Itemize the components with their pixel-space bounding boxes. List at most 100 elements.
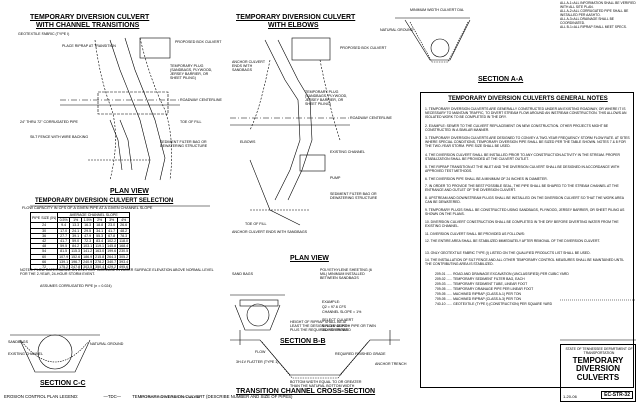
top-note: ALL A-3=ALL DRAINAGE SHALL BE COORDINATE… [560, 16, 614, 25]
flow-cell: 278.2 [93, 258, 107, 265]
general-note: 10. DIVERSION CULVERT CONSTRUCTION SHALL… [425, 220, 619, 229]
callout-place-riprap: PLACE RIPRAP AT TRANSITION [62, 44, 116, 48]
plan-view-label-2: PLAN VIEW [290, 255, 329, 262]
top-notes: ALL A-1=ALL INFORMATION SHALL BE VERIFIE… [560, 1, 636, 30]
culvert-selection-table: PIPE SIZE (IN) AVERAGE CHANNEL SLOPE 0.5… [29, 211, 131, 271]
general-note: 8. UPSTREAM AND DOWNSTREAM PLUGS SHALL B… [425, 196, 624, 205]
agency-name: STATE OF TENNESSEE DEPARTMENT OF TRANSPO… [565, 347, 633, 355]
section-c-label: SECTION C-C [40, 380, 86, 387]
pay-item: 209-01 ...... ROAD AND DRAINAGE EXCAVATI… [435, 272, 569, 276]
general-note: 14. THE INSTALLATION OF SILT FENCE AND A… [425, 258, 625, 267]
section-a-label: SECTION A-A [478, 76, 524, 83]
plan-elbows-subtitle: WITH ELBOWS [268, 22, 319, 29]
legend-symbol: —TDC— [103, 394, 121, 399]
table-note-2: ASSUMES CORRUGATED PIPE (n = 0.024) [40, 284, 112, 288]
general-note: 6. THE DIVERSION PIPE SHALL BE A MINIMUM… [425, 177, 548, 181]
example-line-2: CHANNEL SLOPE = 1% [322, 310, 362, 314]
flow-cell: 305.2 [117, 253, 131, 260]
legend-footer: EROSION CONTROL PLAN LEGEND: —TDC— TEMPO… [4, 394, 292, 399]
callout-roadway-centerline-2: ROADWAY CENTERLINE [350, 116, 392, 120]
callout-temp-plug-2: TEMPORARY PLUG (SANDBAGS, PLYWOOD, JERSE… [305, 90, 348, 107]
callout-sediment-filter: SEDIMENT FILTER BAG OR DEWATERING STRUCT… [160, 140, 208, 149]
selection-table-title: TEMPORARY DIVERSION CULVERT SELECTION [35, 198, 174, 204]
example-line-3: SELECT CULVERT [322, 318, 354, 322]
flow-cell: 215.8 [93, 253, 107, 260]
callout-pipe-diameter: 24" THRU 72" CORRUGATED PIPE [20, 120, 78, 124]
general-note: 2. EXAMPLE: SEWER TO THE CULVERT REPLACE… [425, 124, 609, 133]
example-label: EXAMPLE: [322, 300, 340, 304]
callout-proposed-box: PROPOSED BOX CULVERT [175, 40, 222, 44]
flow-cell: 186.9 [81, 253, 95, 260]
callout-sand-bag-c: SANDBAGS [8, 340, 28, 344]
callout-minimum-width: MINIMUM WIDTH CULVERT DIA. [410, 8, 465, 12]
flow-cell: 145.8 [105, 243, 119, 250]
example-line-4: SINGLE 48-INCH PIPE OR TWIN 36-INCH PIPE… [322, 324, 376, 333]
flow-cell: 118.0 [117, 237, 131, 245]
general-note: 4. THE DIVERSION CULVERT SHALL BE INSTAL… [425, 153, 621, 162]
general-note: 12. THE ENTIRE AREA SHALL BE STABILIZED … [425, 239, 600, 243]
callout-pump: PUMP [330, 176, 341, 180]
pay-item: 209-03 ...... TEMPORARY SEDIMENT TUBE, L… [435, 282, 528, 286]
callout-natural-ground: NATURAL GROUND [380, 28, 414, 32]
callout-elbows: ELBOWS [240, 140, 256, 144]
callout-sand-bags: SAND BAGS [232, 272, 253, 276]
general-note: 7. IN ORDER TO PROVIDE THE BEST POSSIBLE… [425, 184, 619, 193]
callout-proposed-box-2: PROPOSED BOX CULVERT [340, 46, 387, 50]
plan-transitions-title: TEMPORARY DIVERSION CULVERT [30, 14, 150, 21]
flow-cell: 240.9 [81, 258, 95, 265]
pipe-size-header: PIPE SIZE (IN) [29, 211, 59, 224]
flow-cell: 264.3 [105, 253, 119, 260]
callout-geotextile: GEOTEXTILE FABRIC (TYPE I) [18, 32, 70, 36]
flow-cell: 495.6 [117, 263, 131, 271]
pay-item: 709-05 ...... MACHINED RIPRAP (CLASS A-1… [435, 292, 521, 296]
title-block: STATE OF TENNESSEE DEPARTMENT OF TRANSPO… [560, 344, 636, 402]
pay-item: 740-10 ...... GEOTEXTILE (TYPE I) (CONST… [435, 302, 553, 306]
callout-toe-of-fill: TOE OF FILL [180, 120, 202, 124]
general-note: 13. ONLY GEOTEXTILE FABRIC TYPE (I) LIST… [425, 251, 591, 255]
pay-item: 209-02 ...... TEMPORARY SEDIMENT FILTER … [435, 277, 525, 281]
sheet-date: 1-20-06 [563, 394, 577, 399]
callout-natural-ground-c: NATURAL GROUND [90, 342, 124, 346]
flow-cell: 107.9 [57, 253, 71, 260]
general-note: 3. TEMPORARY DIVERSION CULVERTS ARE DESI… [425, 136, 630, 149]
sheet-number: EC-STR-32 [601, 391, 633, 399]
flow-cell: 103.1 [81, 243, 95, 250]
top-note: ALL B-1=ALL RIPRAP SHALL MEET SPECS. [560, 24, 627, 29]
callout-anchor-trench: ANCHOR TRENCH [375, 362, 407, 366]
top-note: ALL A-2=ALL CORRUGATED PIPE SHALL BE INS… [560, 8, 629, 17]
general-notes-title: TEMPORARY DIVERSION CULVERTS GENERAL NOT… [448, 96, 608, 102]
callout-flow: FLOW [255, 350, 266, 354]
top-note: ALL A-1=ALL INFORMATION SHALL BE VERIFIE… [560, 1, 636, 9]
callout-toe-of-fill-2: TOE OF FILL [245, 222, 267, 226]
general-note: 9. TEMPORARY PLUGS SHALL BE CONSTRUCTED … [425, 208, 625, 217]
callout-bottom-width: BOTTOM WIDTH EQUAL TO OR GREATER THAN TH… [290, 380, 362, 389]
general-notes-box: TEMPORARY DIVERSION CULVERTS GENERAL NOT… [420, 92, 634, 388]
callout-silt-fence: SILT FENCE WITH WIRE BACKING [30, 135, 89, 139]
flow-cell: 340.7 [105, 258, 119, 265]
flow-cell: 199.6 [105, 248, 119, 255]
legend-description: TEMPORARY DIVERSION CULVERT (DESCRIBE NU… [132, 394, 293, 399]
callout-temp-plug: TEMPORARY PLUG (SANDBAGS, PLYWOOD, JERSE… [170, 64, 213, 81]
flow-cell: 141.2 [81, 248, 95, 255]
callout-sediment-filter-2: SEDIMENT FILTER BAG OR DEWATERING STRUCT… [330, 192, 378, 201]
channel-right-bank [124, 37, 166, 181]
flow-cell: 152.6 [69, 253, 83, 260]
callout-flattener: 3H:1V FLATTER (TYPE 1) [236, 360, 279, 364]
legend-heading: EROSION CONTROL PLAN LEGEND: [4, 394, 79, 399]
callout-existing-channel-c: EXISTING CHANNEL [8, 352, 43, 356]
channel-left-bank [109, 39, 151, 181]
example-line-1: Q2 = 97.6 CFS [322, 305, 347, 309]
pay-item: 709-05 ...... TEMPORARY DRAINAGE PIPE PE… [435, 287, 534, 291]
flow-cell: 102.2 [105, 237, 119, 245]
table-note-1: NOTES: FLOW RATES BASED ON D=2-FOOT INCR… [20, 268, 214, 277]
plan-elbows-title: TEMPORARY DIVERSION CULVERT [236, 14, 356, 21]
sheet-title: TEMPORARY DIVERSION CULVERTS [572, 356, 624, 382]
